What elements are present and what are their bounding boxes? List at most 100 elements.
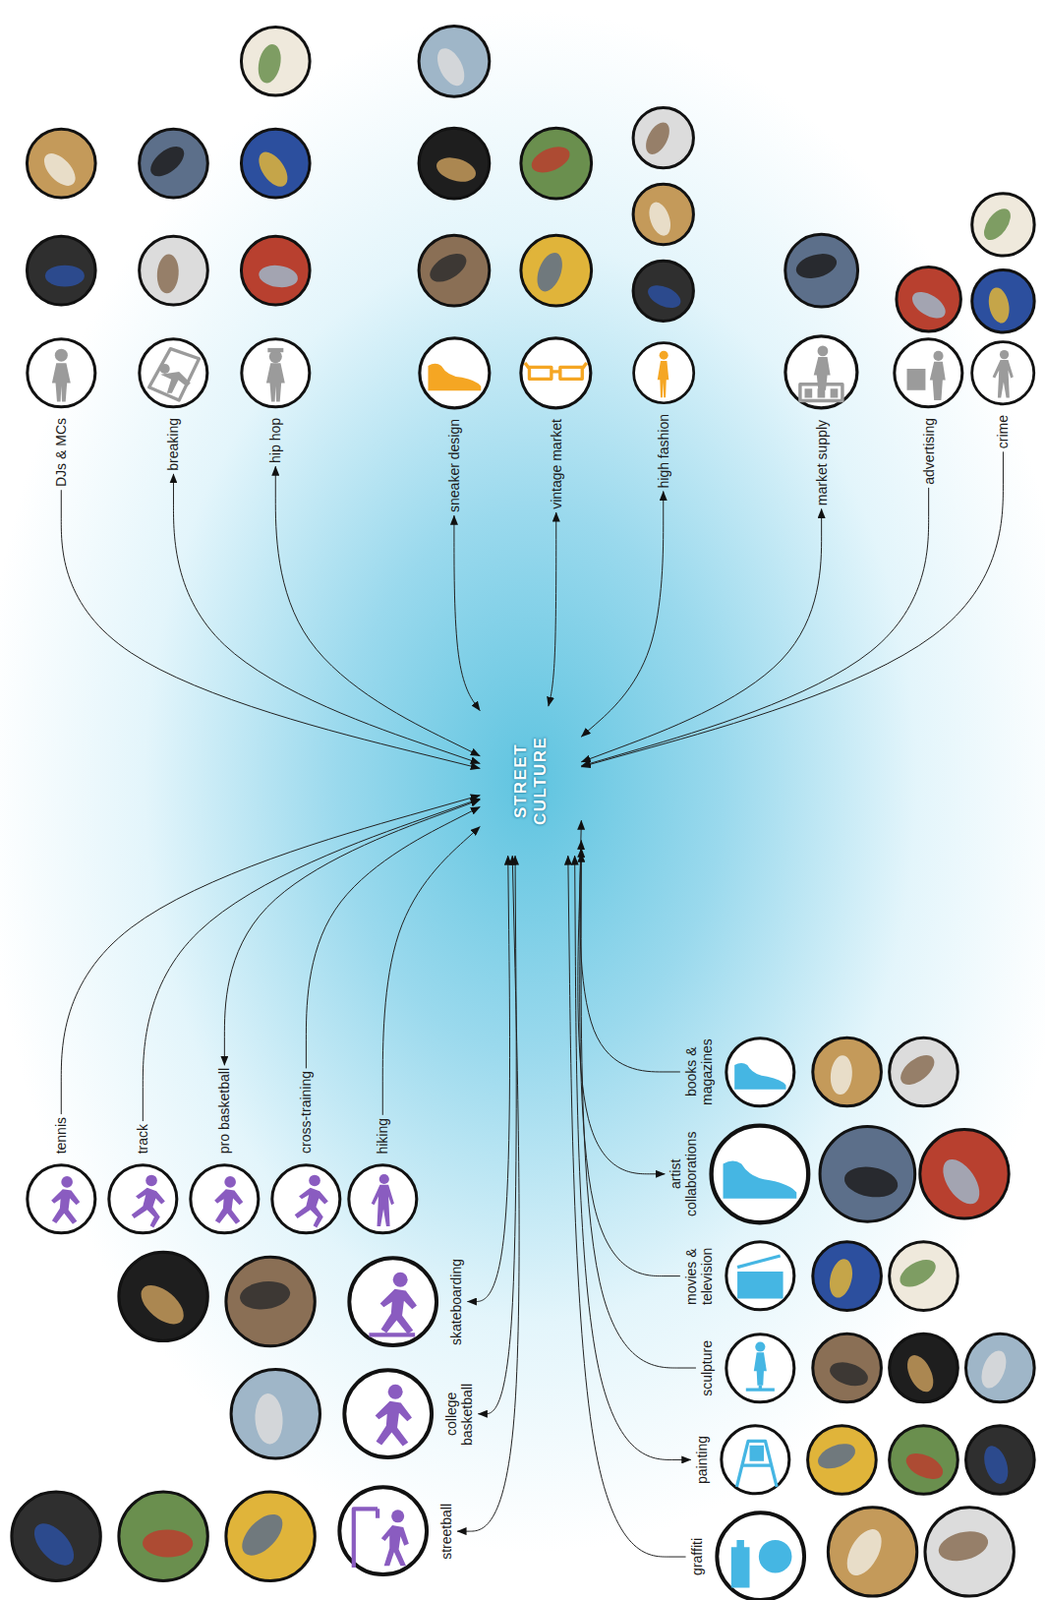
icon-shape — [160, 370, 191, 393]
connector-arrow — [548, 512, 557, 706]
icon-shape — [757, 1539, 792, 1573]
photo-circle — [896, 266, 962, 332]
photo-frame — [231, 1369, 320, 1458]
icon-shape — [723, 1160, 798, 1198]
photo-circle — [118, 1491, 208, 1580]
category-label: artist collaborations — [667, 1126, 699, 1221]
photo-frame — [240, 26, 310, 96]
icon-shape — [368, 1332, 415, 1336]
category-label: skateboarding — [448, 1258, 465, 1345]
photo-circle — [11, 1491, 101, 1580]
photo-detail — [813, 1438, 859, 1473]
circle-outline — [139, 338, 208, 407]
photo-frame — [812, 1333, 882, 1402]
connector-arrow — [60, 795, 480, 1114]
icon-circle — [270, 1162, 343, 1235]
photo-circle — [226, 1491, 315, 1580]
connector-arrow — [60, 489, 480, 768]
photo-detail — [254, 42, 285, 86]
icon-shape — [379, 1173, 390, 1184]
icon-circle — [417, 336, 492, 410]
photo-frame — [972, 270, 1035, 333]
photo-circle — [812, 1241, 882, 1311]
circle-outline — [894, 338, 963, 407]
category-label: streetball — [438, 1503, 455, 1560]
photo-circle — [26, 128, 96, 198]
photo-detail — [234, 1507, 291, 1563]
icon-shape — [149, 348, 200, 400]
icon-circle — [347, 1162, 419, 1235]
photo-circle — [965, 1425, 1035, 1495]
category-label: tennis — [53, 1116, 69, 1154]
circle-outline — [241, 338, 310, 407]
photo-frame — [118, 1491, 208, 1580]
connector-arrow — [580, 847, 681, 1276]
circle-outline — [344, 1369, 432, 1457]
category-node: high fashion — [632, 341, 696, 489]
icon-shape — [907, 368, 927, 391]
connector-arrow — [580, 491, 663, 738]
photo-frame — [11, 1491, 101, 1580]
connector-group — [60, 451, 1003, 1557]
category-label: vintage market — [548, 418, 565, 510]
icon-circle — [724, 1239, 797, 1312]
circle-outline — [348, 1257, 437, 1345]
icon-circle — [714, 1509, 807, 1600]
photo-circle — [240, 128, 310, 198]
icon-circle — [783, 334, 860, 410]
icon-shape — [131, 1187, 166, 1228]
category-node: streetball — [337, 1484, 456, 1576]
photo-frame — [418, 234, 490, 306]
category-node: sneaker design — [417, 336, 492, 514]
photo-circle — [633, 107, 694, 168]
icon-shape — [737, 1255, 781, 1268]
category-label: sculpture — [698, 1339, 715, 1396]
photo-detail — [253, 147, 294, 192]
photo-detail — [640, 118, 675, 159]
category-label: college basketball — [443, 1375, 475, 1452]
photo-circle — [418, 25, 490, 97]
photo-group — [11, 25, 1035, 1596]
category-label: books & magazines — [683, 1032, 715, 1111]
photo-frame — [118, 1251, 208, 1340]
photo-circle — [418, 234, 490, 306]
icon-shape — [817, 346, 829, 357]
photo-detail — [431, 44, 470, 91]
category-node: crime — [970, 340, 1036, 450]
photo-frame — [633, 107, 694, 168]
photo-detail — [935, 1152, 987, 1210]
icon-shape — [658, 349, 668, 359]
photo-detail — [142, 1528, 194, 1558]
icon-shape — [371, 1184, 395, 1226]
circle-outline — [339, 1487, 427, 1575]
photo-circle — [26, 235, 96, 305]
category-node: movies & television — [683, 1234, 797, 1318]
connector-arrow — [575, 855, 692, 1459]
connector-arrow — [173, 473, 480, 763]
photo-detail — [644, 199, 675, 239]
circle-outline — [726, 1241, 795, 1310]
photo-detail — [907, 287, 950, 324]
photo-detail — [902, 1448, 947, 1485]
icon-shape — [730, 1539, 750, 1588]
photo-circle — [889, 1037, 959, 1106]
circle-outline — [109, 1164, 177, 1233]
photo-frame — [920, 1129, 1009, 1219]
category-label: DJs & MCs — [53, 417, 69, 487]
icon-shape — [380, 1287, 417, 1334]
icon-shape — [60, 1175, 73, 1188]
category-label: hip hop — [267, 417, 284, 464]
photo-circle — [633, 183, 694, 244]
photo-frame — [972, 193, 1035, 256]
category-node: track — [107, 1123, 179, 1235]
circle-outline — [418, 337, 489, 407]
photo-circle — [139, 128, 209, 198]
photo-circle — [521, 234, 592, 306]
photo-detail — [839, 1522, 888, 1581]
icon-shape — [524, 361, 587, 378]
connector-arrow — [305, 807, 480, 1069]
photo-detail — [156, 253, 181, 294]
photo-circle — [925, 1507, 1014, 1596]
circle-outline — [721, 1425, 790, 1494]
